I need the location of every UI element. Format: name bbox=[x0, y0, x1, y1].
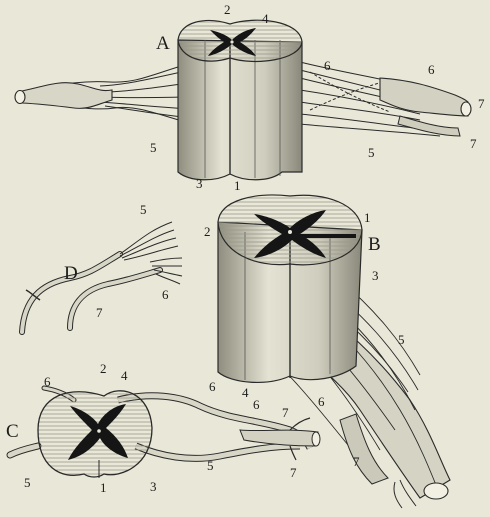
figure-a-left-root-end bbox=[15, 91, 25, 104]
figure-c-label-6-top: 6 bbox=[209, 379, 216, 394]
figure-a-label-5-right: 5 bbox=[368, 145, 375, 160]
figure-b-label-4: 4 bbox=[242, 385, 249, 400]
figure-c-label-4: 4 bbox=[121, 368, 128, 383]
figure-a-label-7-bottom: 7 bbox=[470, 136, 477, 151]
figure-a-right-root bbox=[380, 78, 468, 116]
figure-c-label-7-bottom: 7 bbox=[290, 465, 297, 480]
figure-a-right-root-end bbox=[461, 102, 471, 116]
figure-d-fibers-5 bbox=[120, 222, 178, 260]
figure-d-letter: D bbox=[64, 263, 78, 284]
figure-a: A 2 4 6 6 7 7 5 5 3 1 bbox=[15, 2, 485, 193]
figure-c-label-2: 2 bbox=[100, 361, 107, 376]
figure-d: D 5 6 7 bbox=[22, 202, 182, 332]
figure-b-label-6: 6 bbox=[318, 394, 325, 409]
figure-d-label-5: 5 bbox=[140, 202, 147, 217]
figure-b-label-7: 7 bbox=[353, 454, 360, 469]
figure-d-label-6: 6 bbox=[162, 287, 169, 302]
figure-b-label-3: 3 bbox=[372, 268, 379, 283]
figure-a-label-4: 4 bbox=[262, 11, 269, 26]
figure-c-label-3: 3 bbox=[150, 479, 157, 494]
figure-c-label-6-left: 6 bbox=[44, 374, 51, 389]
figure-b-label-2: 2 bbox=[204, 224, 211, 239]
figure-a-left-root bbox=[22, 83, 112, 109]
figure-c-label-6-mid: 6 bbox=[253, 397, 260, 412]
figure-d-label-7: 7 bbox=[96, 305, 103, 320]
figure-b: B 1 2 3 4 5 6 7 bbox=[204, 195, 450, 508]
figure-b-nerve-end bbox=[424, 483, 448, 499]
figure-b-letter: B bbox=[368, 234, 381, 255]
figure-a-label-2: 2 bbox=[224, 2, 231, 17]
figure-a-label-3: 3 bbox=[196, 176, 203, 191]
figure-b-label-5: 5 bbox=[398, 332, 405, 347]
figure-c-letter: C bbox=[6, 421, 19, 442]
figure-a-cord bbox=[178, 20, 302, 180]
figure-c-label-1: 1 bbox=[100, 480, 107, 495]
figure-b-cord bbox=[218, 195, 362, 382]
figure-b-label-1: 1 bbox=[364, 210, 371, 225]
figure-a-label-7-top: 7 bbox=[478, 96, 485, 111]
figure-c-label-5-right: 5 bbox=[207, 458, 214, 473]
figure-a-label-5-left: 5 bbox=[150, 140, 157, 155]
figure-c-label-7-top: 7 bbox=[282, 405, 289, 420]
figure-a-letter: A bbox=[156, 33, 170, 54]
figure-a-label-6-right: 6 bbox=[428, 62, 435, 77]
figure-c-label-5-left: 5 bbox=[24, 475, 31, 490]
figure-a-label-6-top: 6 bbox=[324, 58, 331, 73]
figure-a-label-1: 1 bbox=[234, 178, 241, 193]
